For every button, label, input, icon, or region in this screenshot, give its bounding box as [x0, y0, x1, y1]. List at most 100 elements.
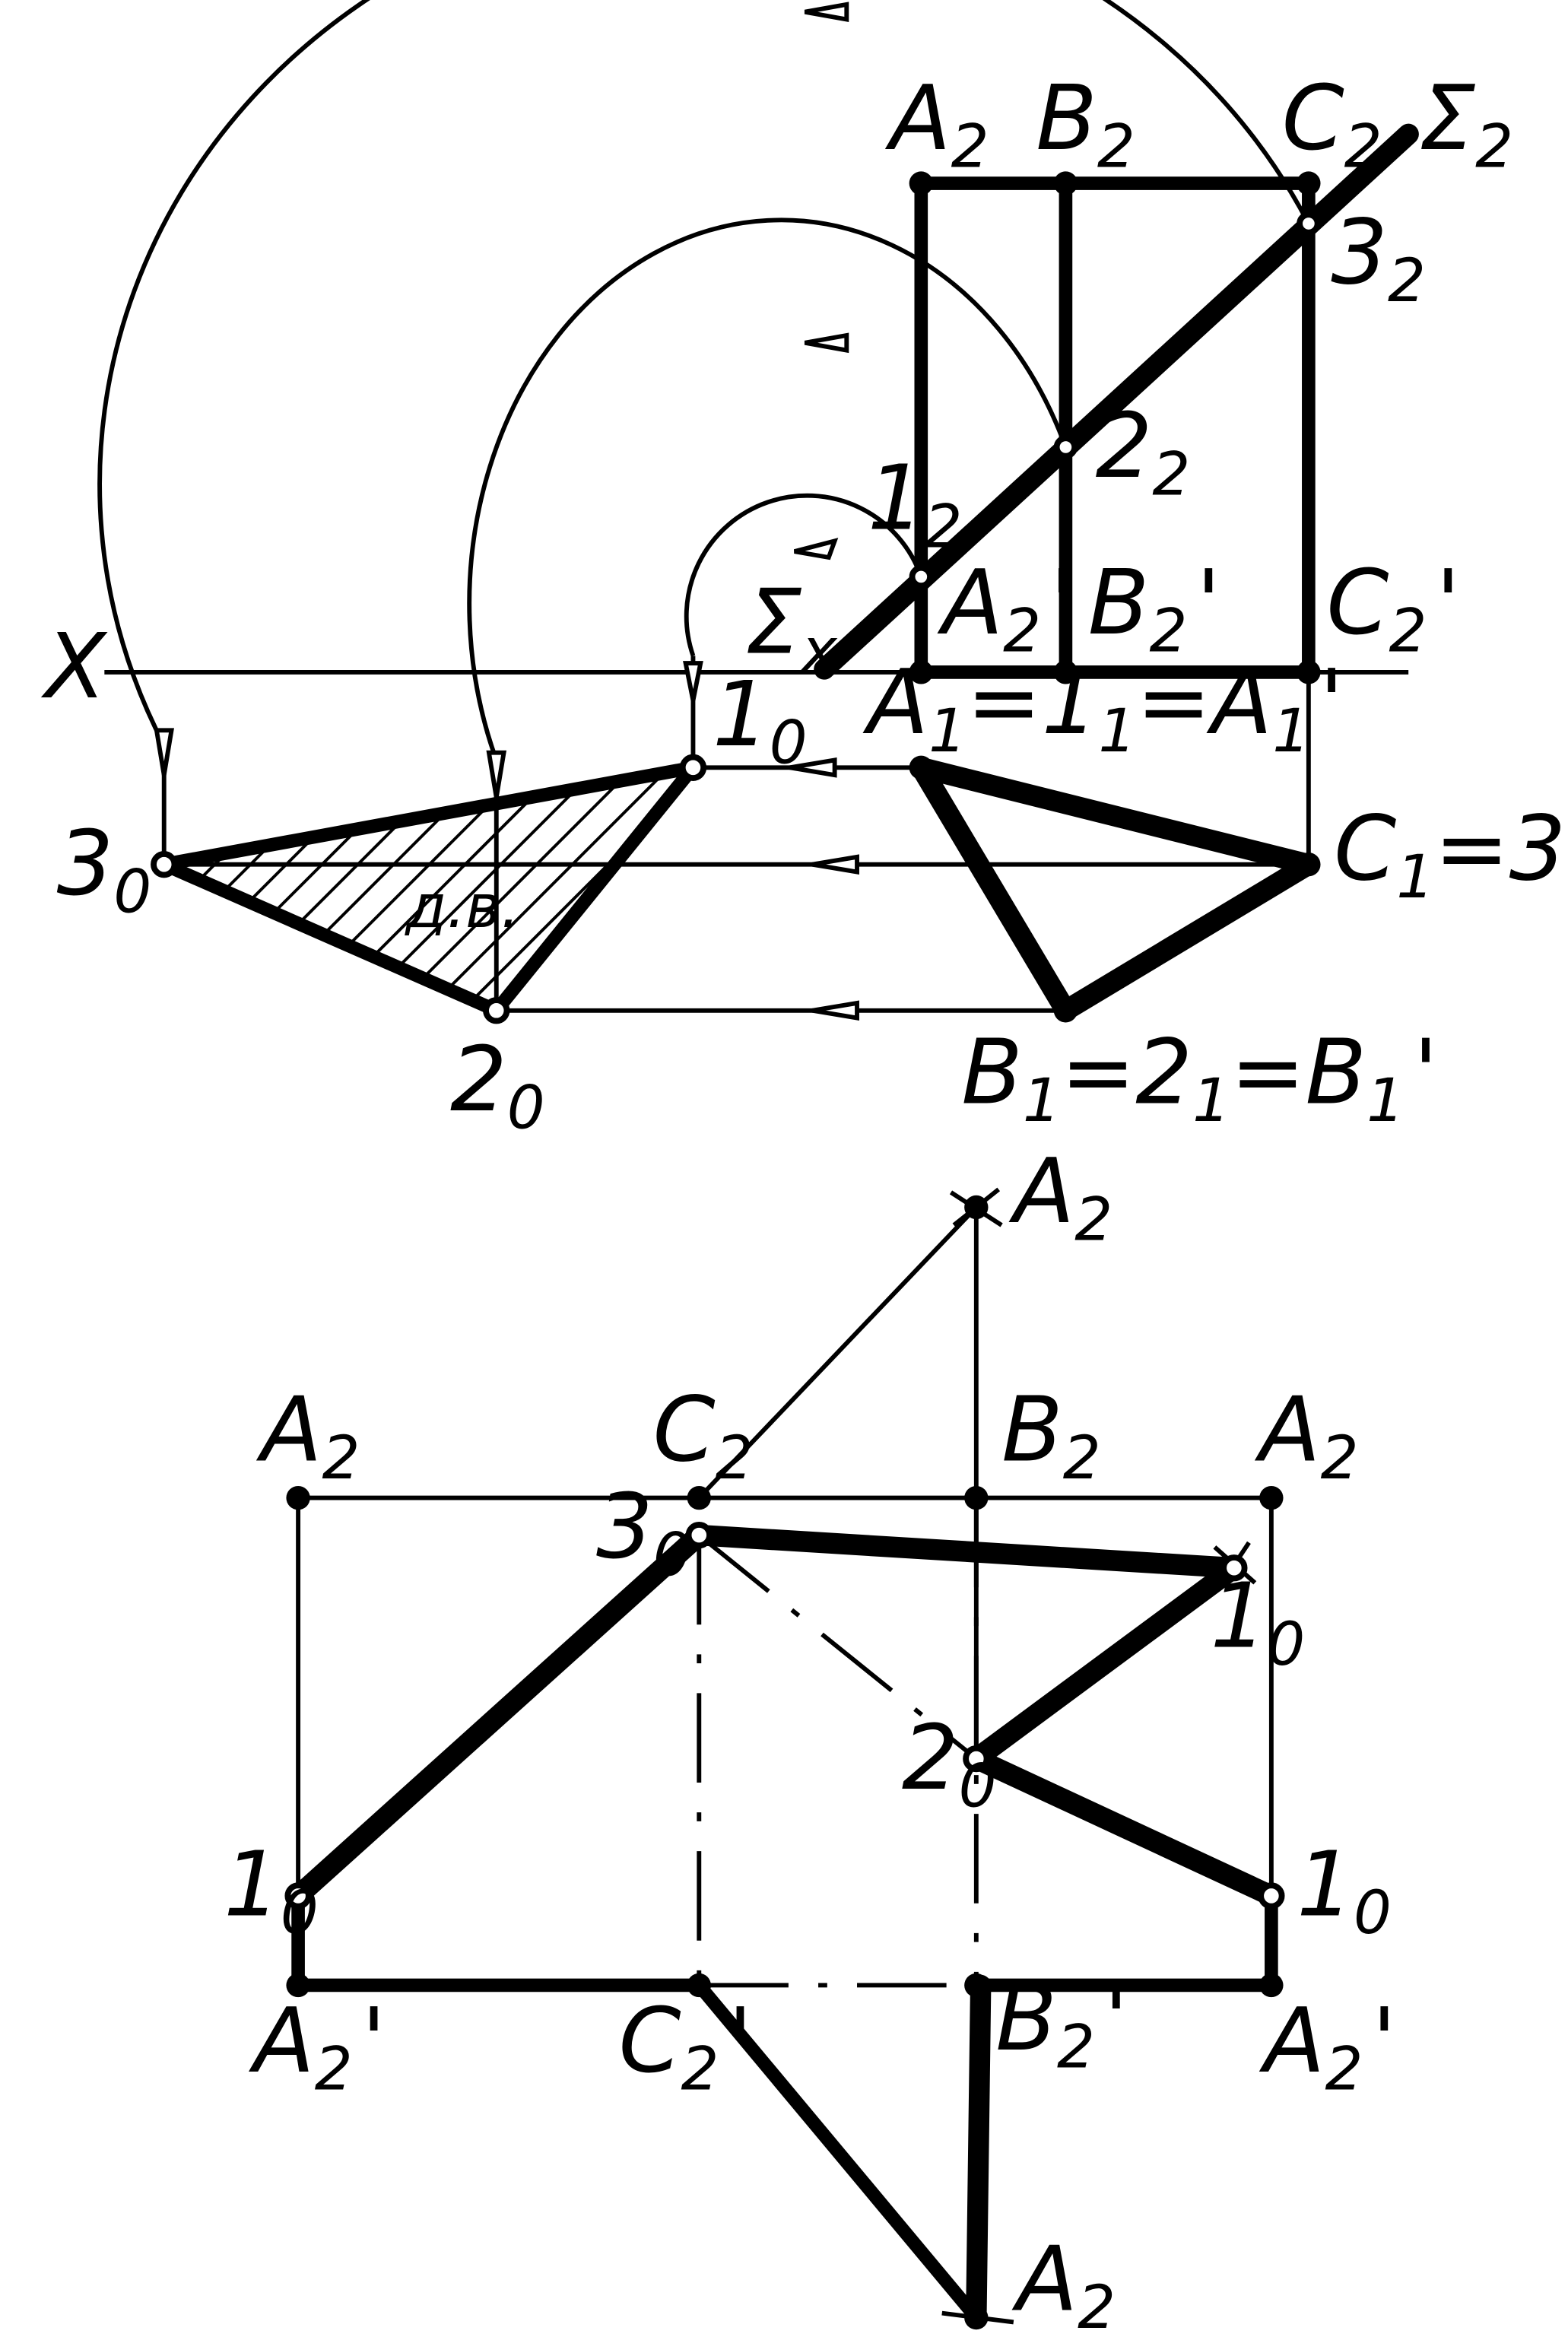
hatch-line — [163, 767, 694, 1011]
arc-point-1 — [684, 493, 924, 657]
label-c2: C2 — [1282, 66, 1382, 182]
hatch-line — [163, 767, 694, 824]
point-1-0-right — [1258, 1882, 1285, 1910]
point-c2p — [687, 1973, 711, 1998]
true-size-edge-1-2 — [489, 760, 700, 1018]
label-1-0-right: 10 — [1297, 1832, 1392, 1948]
point-3-0 — [685, 1521, 713, 1549]
hatch-line — [149, 0, 745, 537]
point-b2 — [964, 1485, 989, 1510]
point-a2-top — [964, 1195, 989, 1220]
point-a2p — [909, 660, 933, 684]
point-2-0 — [483, 997, 510, 1024]
hatch-line — [163, 767, 694, 1011]
point-a2-left — [286, 1485, 310, 1510]
point-3-0 — [151, 851, 178, 878]
fold-line-3-2 — [697, 1533, 978, 1761]
label-b1-2-b1p: B1=21=B1' — [961, 1020, 1438, 1135]
label-c2-prime: C2' — [1326, 551, 1460, 666]
label-2-2: 22 — [1096, 394, 1191, 510]
point-b1 — [1053, 999, 1078, 1023]
label-3-0: 30 — [57, 811, 152, 927]
hatch-line — [149, 0, 745, 357]
point-a2-right — [1259, 1485, 1284, 1510]
arrowhead — [804, 2, 849, 22]
label-b2: B2 — [1001, 1378, 1101, 1494]
arrowhead — [154, 728, 174, 776]
arrowhead — [486, 750, 507, 798]
edge-2-1-right — [966, 1748, 1282, 1907]
edge-1-3 — [287, 1524, 710, 1907]
point-a1 — [909, 755, 933, 780]
label-1-2: 12 — [868, 446, 963, 562]
point-2-2 — [1053, 435, 1078, 459]
label-b2: B2 — [1036, 66, 1135, 182]
edge-b2p-a2-bottom — [966, 1974, 992, 2329]
label-1-0: 10 — [713, 662, 808, 778]
hatch-line — [149, 0, 745, 465]
point-c2p — [1297, 660, 1321, 684]
point-b2p — [964, 1973, 989, 1998]
point-a2p-left — [286, 1973, 310, 1998]
label-2-0: 20 — [450, 1027, 545, 1143]
edge-3-1-right — [688, 1524, 1245, 1579]
hatch-line — [149, 0, 745, 429]
triangle-horizontal-projection — [910, 757, 1319, 1021]
label-a2: A2 — [884, 66, 989, 182]
hatch-line — [163, 767, 694, 1011]
label-sigma2: Σ2 — [1419, 66, 1513, 182]
point-c1 — [1297, 853, 1321, 877]
hatch-line — [163, 767, 694, 1011]
hatch-line — [149, 0, 745, 393]
hatch-line — [149, 0, 745, 107]
label-a2-prime: A2' — [937, 551, 1074, 666]
arc-point-3 — [97, 0, 1311, 747]
hatch-line — [149, 0, 745, 322]
label-c1-3-c1p: C1=31=C1' — [1334, 796, 1568, 912]
hatch-line — [149, 0, 745, 179]
hatch-line — [149, 119, 745, 716]
arrowhead — [804, 332, 849, 354]
hatch-line — [163, 767, 694, 789]
arrowhead — [683, 661, 703, 701]
arrowhead — [793, 538, 839, 560]
point-1-2 — [909, 564, 933, 589]
label-3-0: 30 — [596, 1475, 691, 1590]
true-size-edge-3-2 — [157, 857, 503, 1018]
hatch-line — [149, 84, 745, 680]
label-1-0-left: 10 — [224, 1832, 319, 1948]
hatch-line — [149, 0, 745, 36]
hatch-line — [149, 12, 745, 608]
true-size-edge-3-1 — [157, 760, 700, 872]
label-a2p-right: A2' — [1259, 1989, 1396, 2104]
label-3-2: 32 — [1331, 200, 1426, 316]
hatch-line — [149, 0, 745, 573]
point-a2p-right — [1259, 1973, 1284, 1998]
point-c2 — [1297, 171, 1321, 195]
label-c2p: C2' — [618, 1989, 752, 2104]
bottom-development-group: A2 A2 C2 B2 A2 30 10 20 10 10 A2' C2' B2… — [224, 1139, 1396, 2337]
point-1-0 — [679, 754, 707, 781]
point-b2p — [1053, 660, 1078, 684]
label-a2-top: A2 — [1008, 1139, 1113, 1255]
label-x-axis: X — [40, 614, 108, 719]
hatch-line — [149, 0, 745, 286]
hatch-line — [163, 767, 694, 967]
label-a2-right: A2 — [1254, 1378, 1358, 1494]
line-c2p-a2-bottom — [692, 1978, 983, 2325]
point-a2 — [909, 171, 933, 195]
hatch-line — [149, 0, 745, 143]
label-2-0: 20 — [902, 1706, 997, 1821]
label-a2-left: A2 — [256, 1378, 360, 1494]
hatch-line — [149, 0, 745, 250]
label-sigmax: Σx — [745, 570, 838, 685]
hatch-line — [149, 0, 745, 214]
point-a2-bottom — [964, 2305, 989, 2330]
point-1-0-upper — [1220, 1554, 1248, 1582]
hatch-line — [163, 767, 694, 932]
hatch-line — [149, 155, 745, 751]
arrowhead — [811, 1000, 859, 1021]
arc-point-2 — [467, 218, 1068, 761]
point-2-0 — [963, 1745, 990, 1773]
